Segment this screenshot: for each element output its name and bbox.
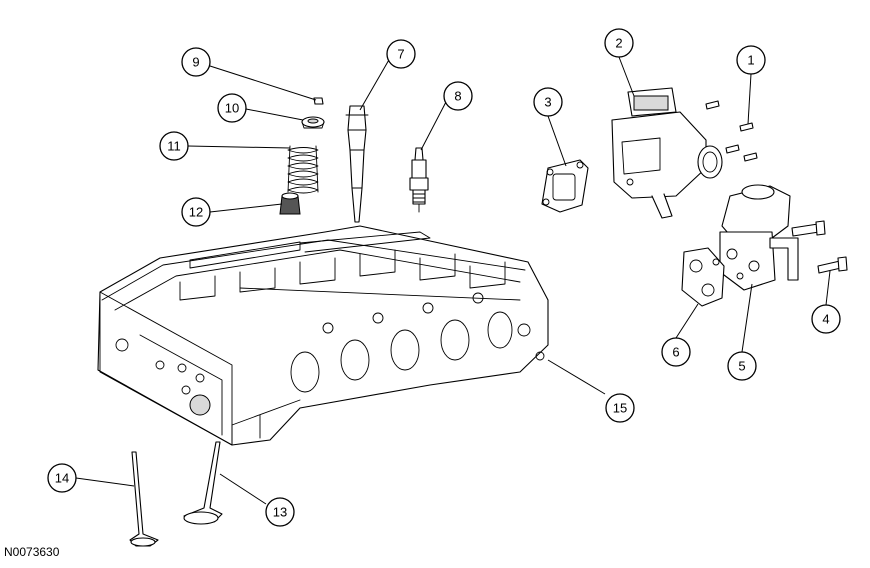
gasket-3 [541,159,589,213]
svg-text:13: 13 [273,505,287,520]
callout-8: 8 [443,81,473,111]
cylinder-head [97,225,549,446]
callout-6: 6 [661,337,691,367]
callout-4: 4 [811,304,841,334]
gasket-6 [681,247,725,307]
exhaust-valve-14 [129,451,159,547]
injector-7 [345,105,369,223]
leader-lines [75,56,831,505]
callout-12: 12 [181,197,211,227]
valve-keepers-9 [313,97,324,105]
svg-text:3: 3 [544,95,551,110]
callout-9: 9 [181,47,211,77]
svg-text:9: 9 [192,55,199,70]
svg-text:12: 12 [189,205,203,220]
spring-retainer-10 [301,116,325,129]
callout-13: 13 [265,497,295,527]
svg-text:8: 8 [454,89,461,104]
callout-5: 5 [727,351,757,381]
egr-valve-5 [719,184,799,291]
svg-text:2: 2 [615,36,622,51]
svg-text:11: 11 [167,139,181,154]
spark-plug-8 [409,147,429,213]
callout-2: 2 [604,28,634,58]
callout-14: 14 [47,463,77,493]
callout-15: 15 [605,393,635,423]
svg-text:10: 10 [225,101,239,116]
svg-text:7: 7 [397,47,404,62]
bolts-4 [791,220,848,274]
callout-1: 1 [736,45,766,75]
callout-11: 11 [159,131,189,161]
bolts-1 [705,100,758,162]
callout-10: 10 [217,93,247,123]
figure-reference-number: N0073630 [4,545,60,559]
svg-text:4: 4 [822,312,829,327]
svg-text:5: 5 [738,359,745,374]
intake-valve-13 [183,441,223,525]
svg-text:15: 15 [613,401,627,416]
svg-text:1: 1 [747,53,754,68]
valve-seal-12 [279,192,301,215]
valve-spring-11 [287,145,319,194]
callout-7: 7 [386,39,416,69]
svg-text:6: 6 [672,345,679,360]
svg-text:14: 14 [55,471,69,486]
callout-3: 3 [533,87,563,117]
throttle-body-2 [611,87,723,219]
